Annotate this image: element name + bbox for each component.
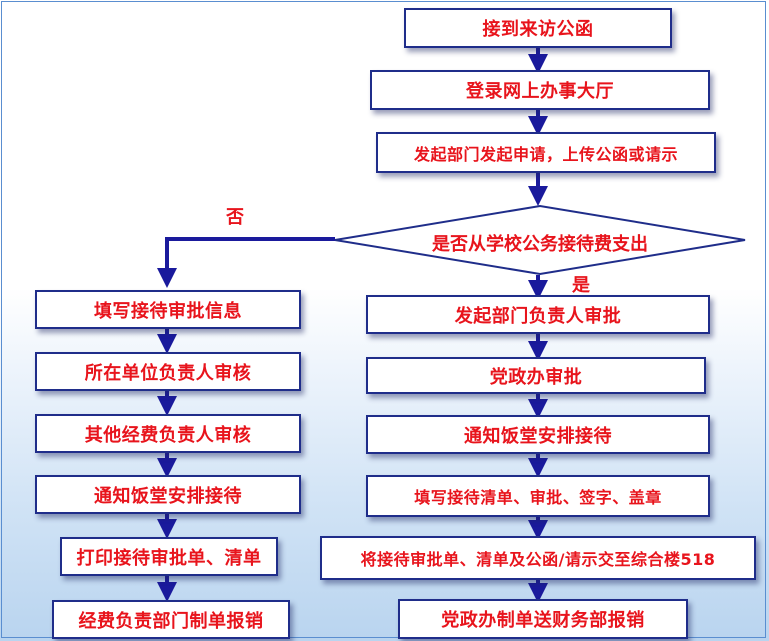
step-fill-approval-info: 填写接待审批信息 xyxy=(35,290,301,329)
step-receive-letter: 接到来访公函 xyxy=(404,8,672,48)
step-fill-list: 填写接待清单、审批、签字、盖章 xyxy=(366,475,710,517)
label-yes: 是 xyxy=(572,275,590,296)
step-print-forms: 打印接待审批单、清单 xyxy=(60,537,278,576)
no-branch-line xyxy=(157,237,335,288)
step-login-hall: 登录网上办事大厅 xyxy=(370,70,710,110)
label-no: 否 xyxy=(226,207,244,228)
step-other-fund-review: 其他经费负责人审核 xyxy=(35,414,301,453)
step-unit-head-review: 所在单位负责人审核 xyxy=(35,352,301,391)
step-office-approval: 党政办审批 xyxy=(366,357,706,394)
step-fund-dept-reimburse: 经费负责部门制单报销 xyxy=(52,600,290,639)
decision-text: 是否从学校公务接待费支出 xyxy=(432,234,648,255)
step-notify-canteen-left: 通知饭堂安排接待 xyxy=(35,475,301,514)
step-submit-application: 发起部门发起申请，上传公函或请示 xyxy=(376,132,716,173)
step-office-reimburse: 党政办制单送财务部报销 xyxy=(398,599,688,639)
step-submit-to-518: 将接待审批单、清单及公函/请示交至综合楼518 xyxy=(320,536,756,580)
step-notify-canteen-right: 通知饭堂安排接待 xyxy=(366,415,710,454)
decision-diamond xyxy=(334,204,746,276)
step-dept-head-approval: 发起部门负责人审批 xyxy=(366,295,710,334)
